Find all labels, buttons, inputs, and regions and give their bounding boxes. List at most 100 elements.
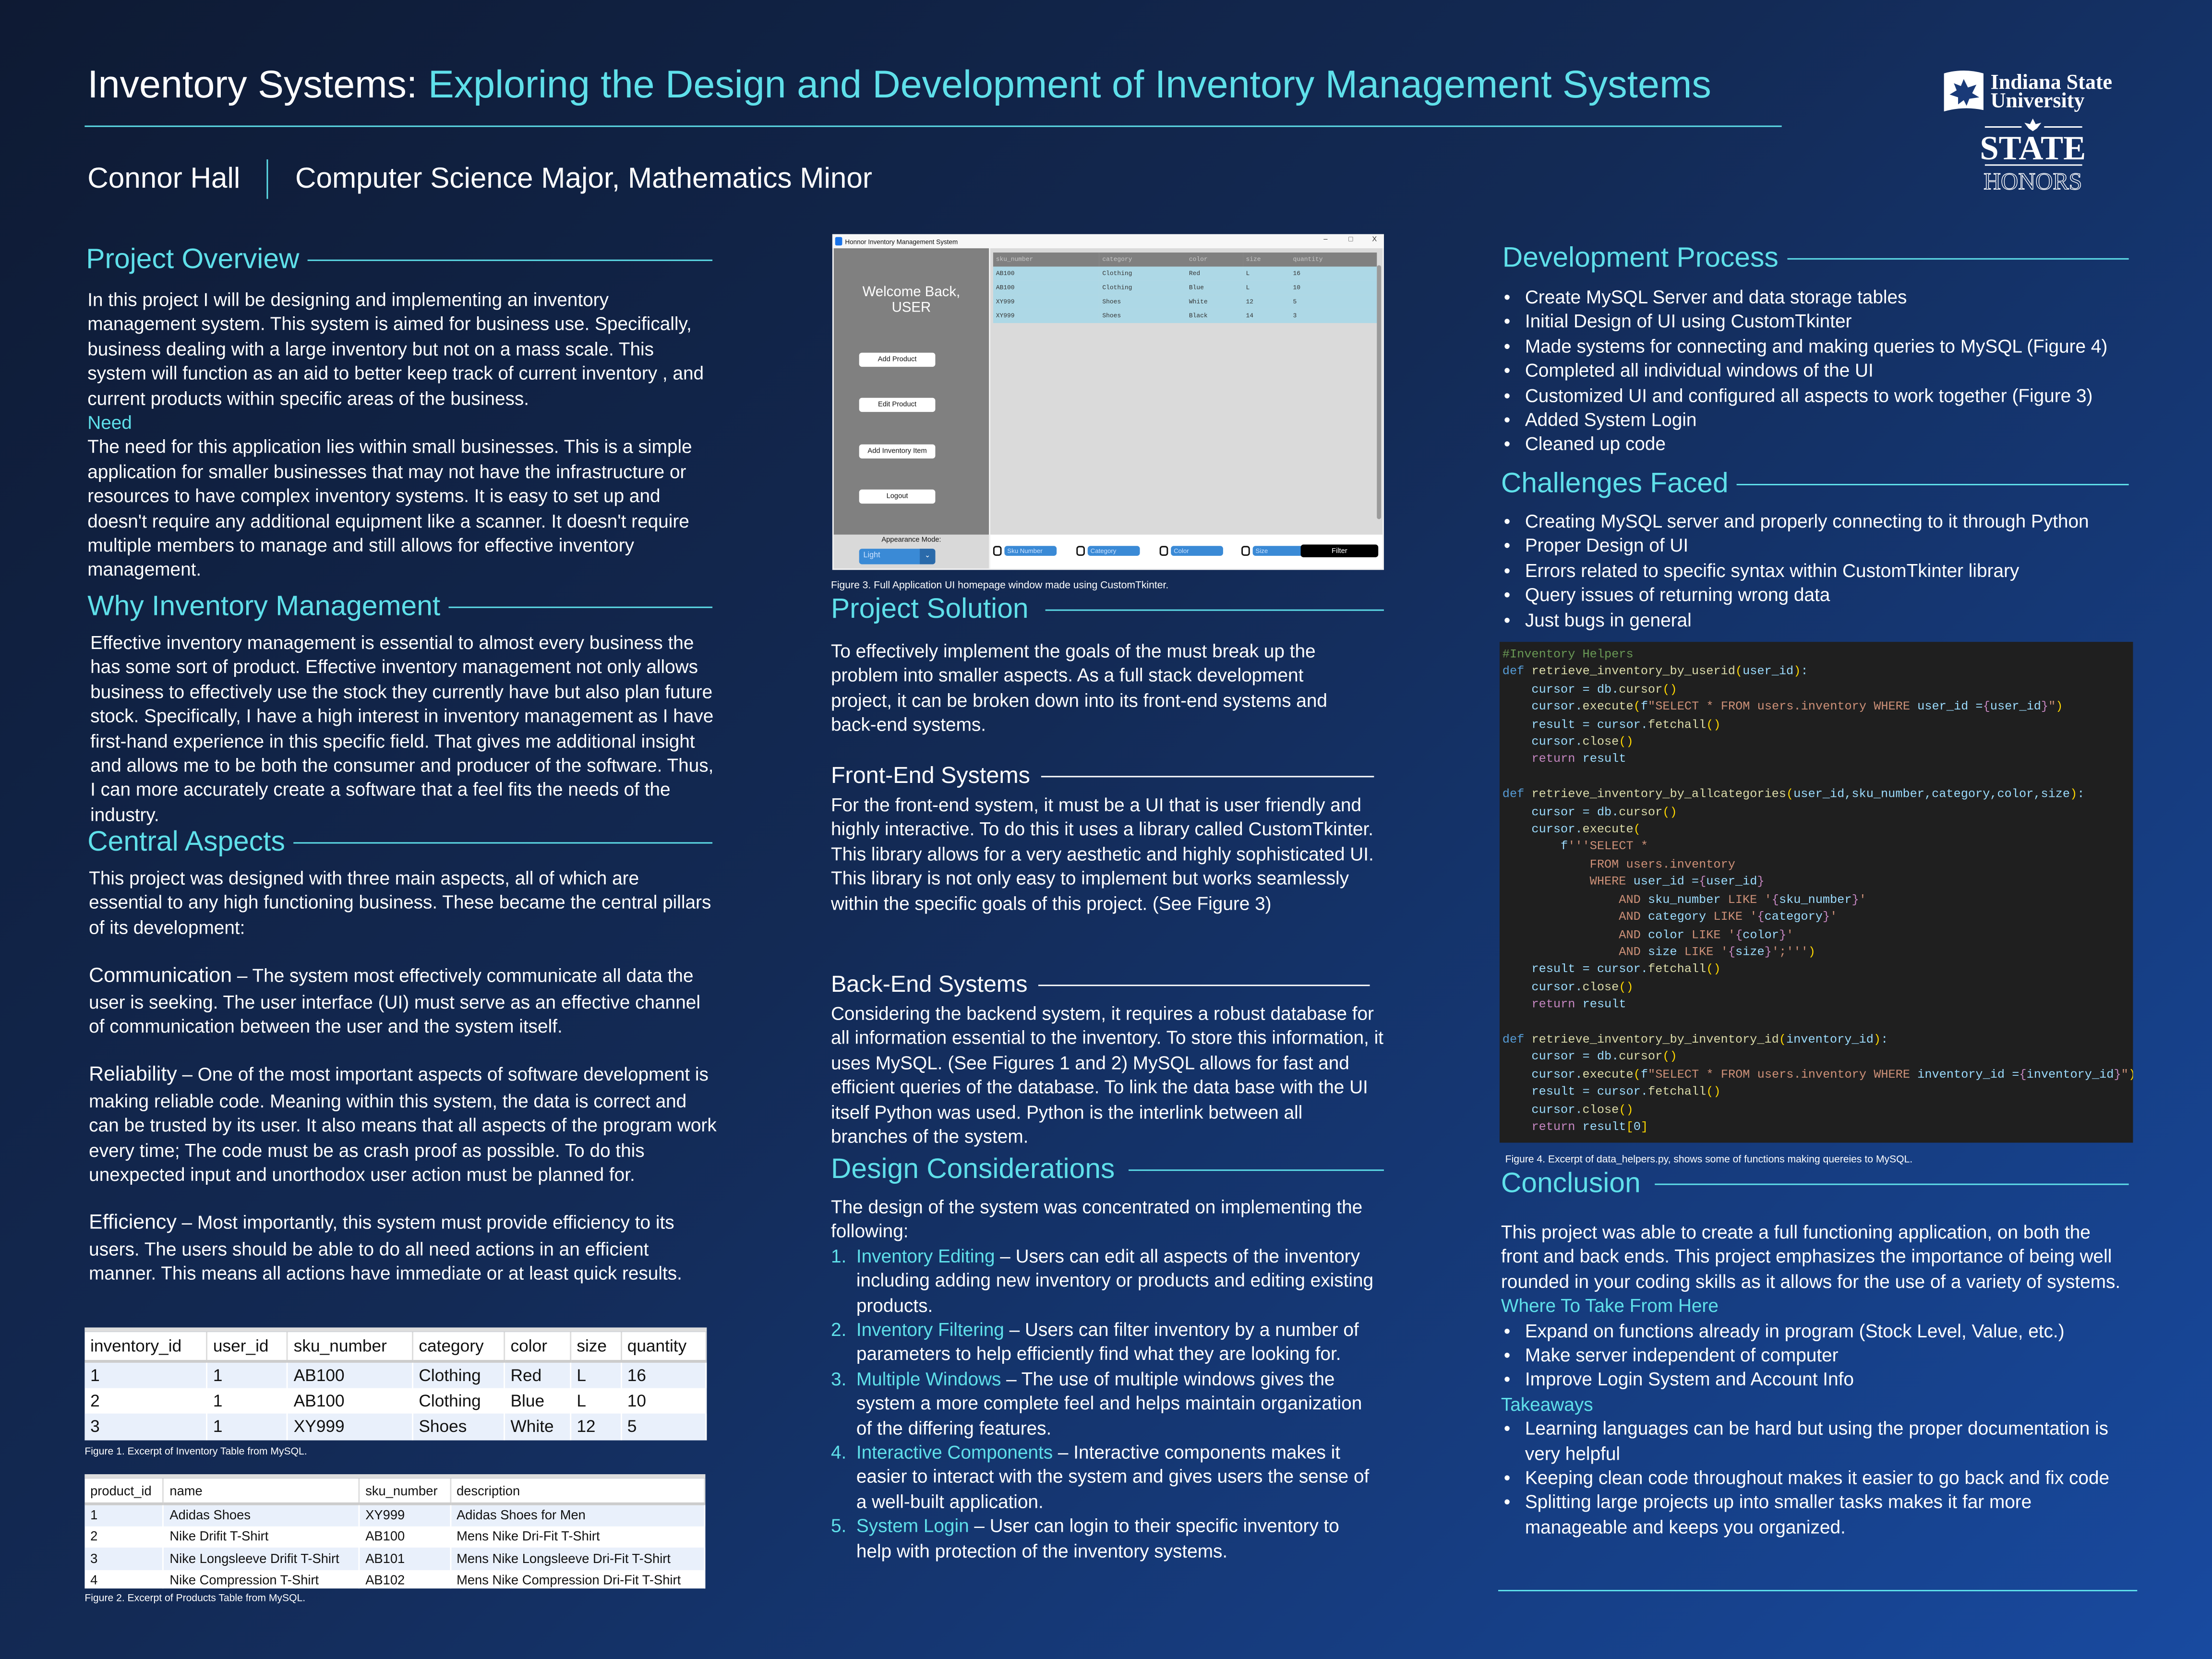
appearance-select[interactable]: Light⌄ [859,549,936,565]
table-cell: Red [504,1361,571,1388]
logout-button[interactable]: Logout [859,489,936,504]
heading-rule [1039,985,1370,986]
table-cell: 1 [206,1413,289,1440]
filter-select-sku[interactable]: Sku Number [1004,546,1057,556]
svg-text:STATE: STATE [1980,130,2086,167]
heading-text: Project Overview [86,244,300,276]
table-cell: White [504,1413,571,1440]
item-text: – The use of multiple windows gives the … [856,1368,1362,1439]
app-sidebar: Welcome Back,USER Add Product Edit Produ… [833,248,989,535]
code-line: result = cursor.fetchall() [1502,962,1721,977]
code-line: cursor = db.cursor() [1502,682,1677,697]
list-item: Initial Design of UI using CustomTkinter [1501,310,2136,335]
table-cell: AB101 [359,1547,451,1570]
table-cell: Nike Longsleeve Drifit T-Shirt [163,1547,360,1570]
table-cell: 5 [1290,295,1377,309]
list-item: Added System Login [1501,408,2136,433]
table-cell: 12 [1243,295,1290,309]
code-line: f'''SELECT * [1502,840,1648,854]
heading-central-aspects: Central Aspects [87,827,713,859]
filter-select-color[interactable]: Color [1171,546,1223,556]
svg-text:HONORS: HONORS [1984,168,2082,194]
code-line: cursor.execute(f"SELECT * FROM users.inv… [1502,1067,2133,1082]
conclusion-text: This project was able to create a full f… [1501,1220,2130,1539]
column-header: color [504,1332,571,1363]
heading-rule [448,606,713,608]
table-cell: Nike Compression T-Shirt [163,1569,360,1589]
design-text: The design of the system was concentrate… [831,1195,1374,1563]
filter-checkbox-color[interactable] [1159,546,1168,556]
heading-text: Project Solution [830,594,1029,625]
item-term: Interactive Components [856,1442,1053,1463]
filter-checkbox-size[interactable] [1241,546,1250,556]
table-cell: AB100 [287,1361,413,1388]
filter-bar: Sku Number Category Color Size Filter [990,534,1383,569]
code-line: AND color LIKE '{color}' [1619,927,1794,942]
code-line: return result [1531,752,1626,767]
add-inventory-item-button[interactable]: Add Inventory Item [859,444,936,459]
code-line: FROM users.inventory [1589,857,1735,872]
table-cell: Nike Drifit T-Shirt [163,1526,360,1548]
aspect-term: Reliability [89,1064,177,1087]
heading-project-overview: Project Overview [86,244,713,276]
heading-why-inventory: Why Inventory Management [87,591,713,624]
heading-development-process: Development Process [1503,242,2129,275]
item-text: – User can login to their specific inven… [856,1515,1339,1562]
code-line: #Inventory Helpers [1502,647,1634,662]
add-product-button[interactable]: Add Product [859,352,936,367]
table-cell: 2 [84,1387,208,1414]
code-line: return result [1531,998,1626,1012]
column-header: inventory_id [84,1332,208,1363]
frontend-paragraph: For the front-end system, it must be a U… [830,794,1374,914]
filter-button[interactable]: Filter [1300,544,1379,557]
heading-text: Conclusion [1501,1168,1641,1199]
author-program: Computer Science Major, Mathematics Mino… [295,162,872,195]
design-item: 5.System Login – User can login to their… [831,1514,1374,1563]
design-item: 3.Multiple Windows – The use of multiple… [831,1367,1374,1440]
heading-text: Back-End Systems [830,972,1028,998]
table-cell: L [1243,266,1290,281]
column-header: quantity [1290,252,1377,267]
table-cell: XY999 [993,295,1100,309]
heading-challenges: Challenges Faced [1501,469,2129,501]
code-line: cursor.close() [1502,735,1634,749]
list-item: Proper Design of UI [1501,534,2136,559]
minimize-icon[interactable]: – [1323,235,1328,244]
edit-product-button[interactable]: Edit Product [859,397,936,412]
title-prefix: Inventory Systems: [87,62,428,106]
aspect-reliability: Reliability – One of the most important … [89,1063,717,1187]
table-cell: Black [1186,309,1243,323]
column-header: sku_number [287,1332,413,1363]
appearance-label: Appearance Mode: [881,536,941,545]
scrollbar[interactable] [1377,265,1382,519]
table-cell: 3 [84,1547,164,1570]
app-icon [835,237,842,246]
filter-checkbox-sku[interactable] [993,546,1002,556]
why-paragraph: Effective inventory management is essent… [90,632,714,825]
filter-select-category[interactable]: Category [1087,546,1140,556]
next-steps-list: Expand on functions already in program (… [1501,1319,2130,1393]
table-cell: Mens Nike Longsleeve Dri-Fit T-Shirt [450,1547,706,1570]
code-line: def retrieve_inventory_by_inventory_id(i… [1502,1033,1888,1047]
heading-project-solution: Project Solution [831,594,1384,626]
maximize-icon[interactable]: □ [1348,235,1353,244]
table-cell: 1 [206,1387,289,1414]
filter-checkbox-category[interactable] [1076,546,1085,556]
design-item: 1.Inventory Editing – Users can edit all… [831,1244,1374,1317]
close-icon[interactable]: X [1372,235,1377,244]
table-cell: AB100 [359,1526,451,1548]
filter-select-size[interactable]: Size [1252,546,1305,556]
item-term: Inventory Editing [856,1245,995,1267]
overview-paragraph: In this project I will be designing and … [87,289,704,409]
